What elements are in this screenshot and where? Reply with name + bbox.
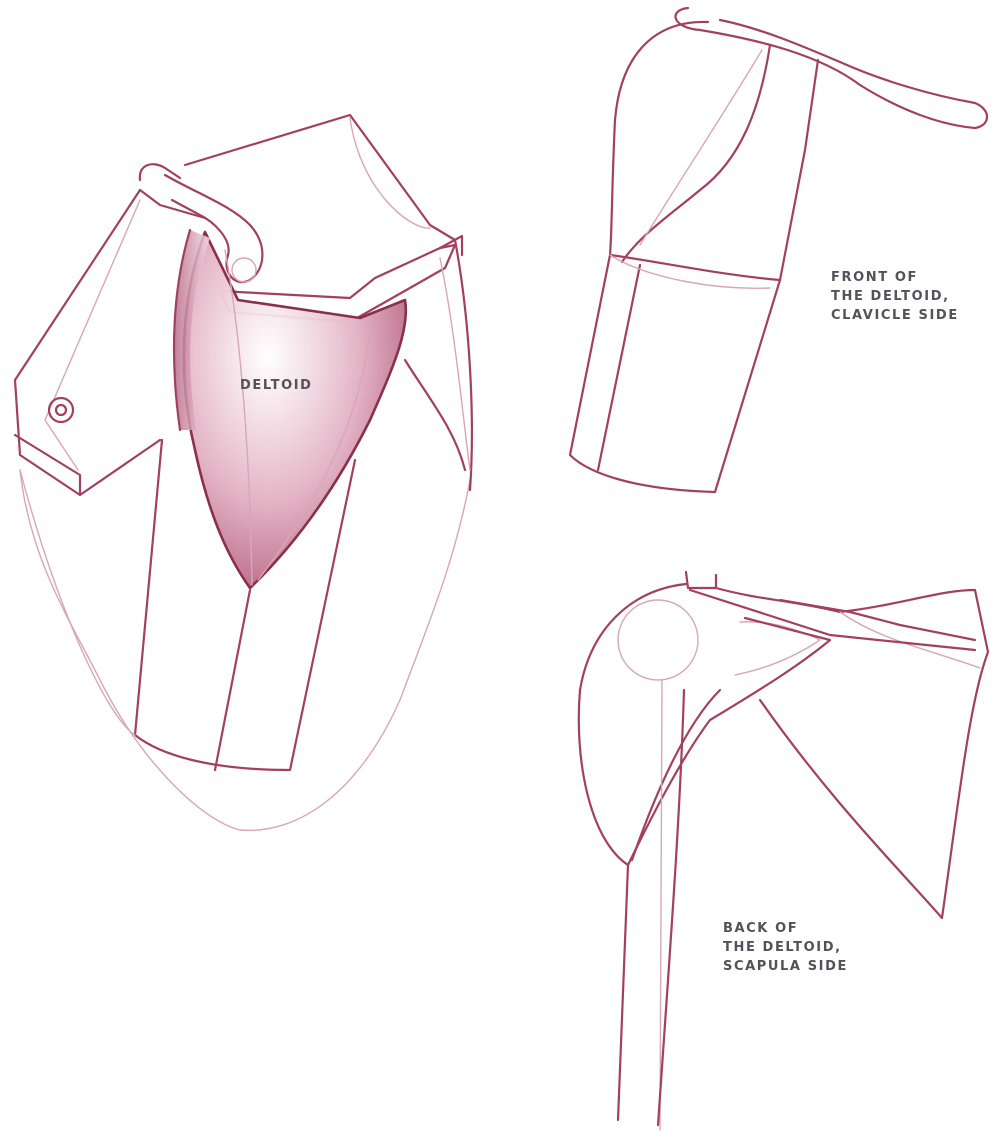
shoulder-three-quarter-figure (15, 115, 472, 830)
back-of-deltoid-label: BACK OF THE DELTOID, SCAPULA SIDE (723, 919, 848, 976)
front-of-deltoid-label: FRONT OF THE DELTOID, CLAVICLE SIDE (831, 268, 959, 325)
back-label-line-2: THE DELTOID, (723, 938, 848, 957)
back-deltoid-figure (579, 572, 988, 1130)
deltoid-label-text: DELTOID (240, 376, 313, 395)
back-label-line-1: BACK OF (723, 919, 848, 938)
front-deltoid-figure (570, 8, 987, 492)
deltoid-label: DELTOID (240, 376, 313, 395)
front-label-line-3: CLAVICLE SIDE (831, 306, 959, 325)
front-label-line-2: THE DELTOID, (831, 287, 959, 306)
back-label-line-3: SCAPULA SIDE (723, 957, 848, 976)
front-label-line-1: FRONT OF (831, 268, 959, 287)
